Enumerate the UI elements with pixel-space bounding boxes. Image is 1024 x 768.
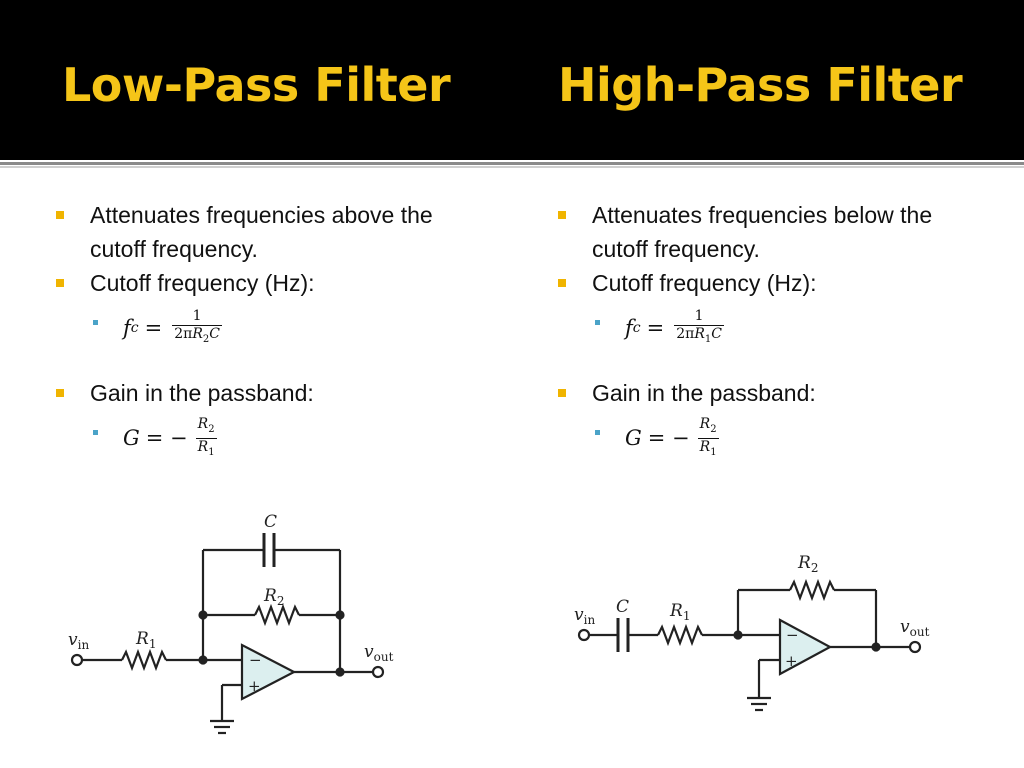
opamp-triangle <box>778 618 833 676</box>
vout-terminal <box>371 665 385 679</box>
vout-terminal <box>908 640 922 654</box>
bullet-square-icon <box>56 279 64 287</box>
bullet-item: Cutoff frequency (Hz): <box>55 266 475 300</box>
gain-equation: G = − R2 R1 <box>557 410 977 466</box>
eq-numerator: R2 <box>197 415 215 435</box>
vin-label: vin <box>574 605 595 627</box>
r2-label: R2 <box>797 553 818 575</box>
divider-dark <box>0 162 1024 165</box>
bullet-text: Cutoff frequency (Hz): <box>90 270 315 296</box>
eq-numerator: R2 <box>699 415 717 435</box>
eq-lhs-sub: c <box>130 320 139 336</box>
r1-resistor <box>657 623 703 647</box>
bullet-item: Gain in the passband: <box>55 376 475 410</box>
bullet-item: Attenuates frequencies above the cutoff … <box>55 198 475 266</box>
eq-equals: = <box>646 316 665 340</box>
low-pass-circuit-diagram: − + C R2 R1 vin vout <box>68 512 394 735</box>
r1-resistor <box>121 648 167 672</box>
equation: G = − R2 R1 <box>625 410 719 466</box>
cap-label: C <box>264 512 277 532</box>
sub-bullet-icon <box>595 430 600 435</box>
fraction-bar <box>172 325 222 327</box>
vin-label: vin <box>68 630 89 652</box>
vin-terminal <box>70 653 84 667</box>
fraction-bar <box>697 437 719 439</box>
sub-bullet-icon <box>595 320 600 325</box>
r2-label: R2 <box>263 586 284 608</box>
bullet-square-icon <box>558 389 566 397</box>
bullet-text: Gain in the passband: <box>90 380 314 406</box>
bullet-square-icon <box>56 389 64 397</box>
r1-label: R1 <box>669 601 690 623</box>
eq-lhs: G <box>123 426 140 450</box>
eq-fraction: 1 2πR2C <box>172 308 222 348</box>
eq-fraction: R2 R1 <box>195 415 217 461</box>
svg-text:+: + <box>785 652 798 670</box>
vout-label: vout <box>900 617 930 639</box>
bullet-text: Gain in the passband: <box>592 380 816 406</box>
eq-denominator: R1 <box>699 438 717 458</box>
low-pass-column: Attenuates frequencies above the cutoff … <box>55 198 475 466</box>
title-bar: Low-Pass Filter High-Pass Filter <box>0 0 1024 160</box>
title-high-pass: High-Pass Filter <box>558 58 963 112</box>
bullet-square-icon <box>56 211 64 219</box>
svg-text:+: + <box>248 677 261 695</box>
svg-text:−: − <box>249 651 262 669</box>
eq-lhs: G <box>625 426 642 450</box>
fraction-bar <box>674 325 724 327</box>
equation: G = − R2 R1 <box>123 410 217 466</box>
eq-denominator: R1 <box>197 438 215 458</box>
vout-label: vout <box>364 642 394 664</box>
eq-equals: = <box>144 316 163 340</box>
cap-label: C <box>616 597 629 617</box>
eq-lhs: f <box>625 316 633 340</box>
eq-numerator: 1 <box>694 308 704 325</box>
eq-fraction: R2 R1 <box>697 415 719 461</box>
opamp-triangle <box>240 643 297 701</box>
eq-equals: = − <box>647 426 690 450</box>
r1-label: R1 <box>135 629 156 651</box>
bullet-item: Gain in the passband: <box>557 376 977 410</box>
title-low-pass: Low-Pass Filter <box>62 58 451 112</box>
eq-lhs: f <box>123 316 131 340</box>
bullet-text: Cutoff frequency (Hz): <box>592 270 817 296</box>
bullet-square-icon <box>558 211 566 219</box>
sub-bullet-icon <box>93 320 98 325</box>
eq-lhs-sub: c <box>632 320 641 336</box>
r2-resistor <box>254 603 300 627</box>
eq-denominator: 2πR2C <box>174 326 220 345</box>
eq-equals: = − <box>145 426 188 450</box>
high-pass-column: Attenuates frequencies below the cutoff … <box>557 198 977 466</box>
high-pass-circuit-diagram: − + C R1 R2 vin vout <box>574 553 930 712</box>
gain-equation: G = − R2 R1 <box>55 410 475 466</box>
svg-text:−: − <box>786 626 799 644</box>
eq-denominator: 2πR1C <box>676 326 722 345</box>
sub-bullet-icon <box>93 430 98 435</box>
eq-fraction: 1 2πR1C <box>674 308 724 348</box>
bullet-item: Cutoff frequency (Hz): <box>557 266 977 300</box>
r2-resistor <box>789 578 835 602</box>
bullet-text: Attenuates frequencies above the cutoff … <box>90 202 433 262</box>
bullet-text: Attenuates frequencies below the cutoff … <box>592 202 933 262</box>
fraction-bar <box>195 437 217 439</box>
bullet-item: Attenuates frequencies below the cutoff … <box>557 198 977 266</box>
eq-numerator: 1 <box>192 308 202 325</box>
vin-terminal <box>577 628 591 642</box>
bullet-square-icon <box>558 279 566 287</box>
divider-light <box>0 166 1024 168</box>
